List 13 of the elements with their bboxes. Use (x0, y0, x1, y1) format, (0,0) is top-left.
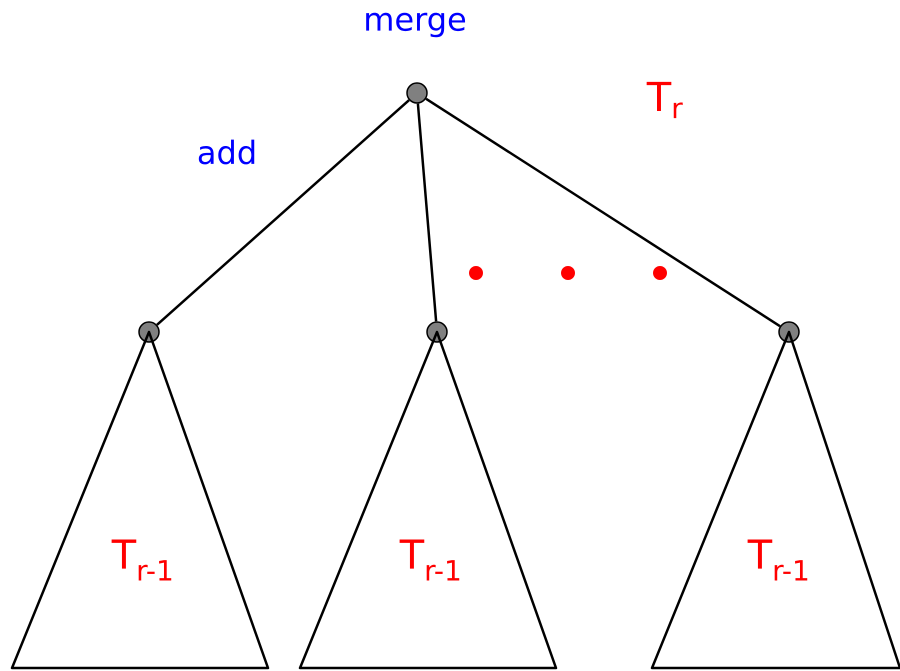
tree-node (406, 82, 428, 104)
tree-node (426, 321, 448, 343)
tree-edge (156, 99, 410, 326)
tree-edge (425, 98, 781, 328)
triangle: T$_{r-1}$ (650, 330, 900, 670)
triangle: T$_{r-1}$ (10, 330, 270, 670)
tree-edge (416, 104, 438, 322)
label: T$_{r}$ (646, 82, 683, 118)
triangle: T$_{r-1}$ (298, 330, 558, 670)
tree-node (778, 321, 800, 343)
label: add (198, 140, 254, 164)
tree-node (138, 321, 160, 343)
label: merge (366, 12, 466, 38)
